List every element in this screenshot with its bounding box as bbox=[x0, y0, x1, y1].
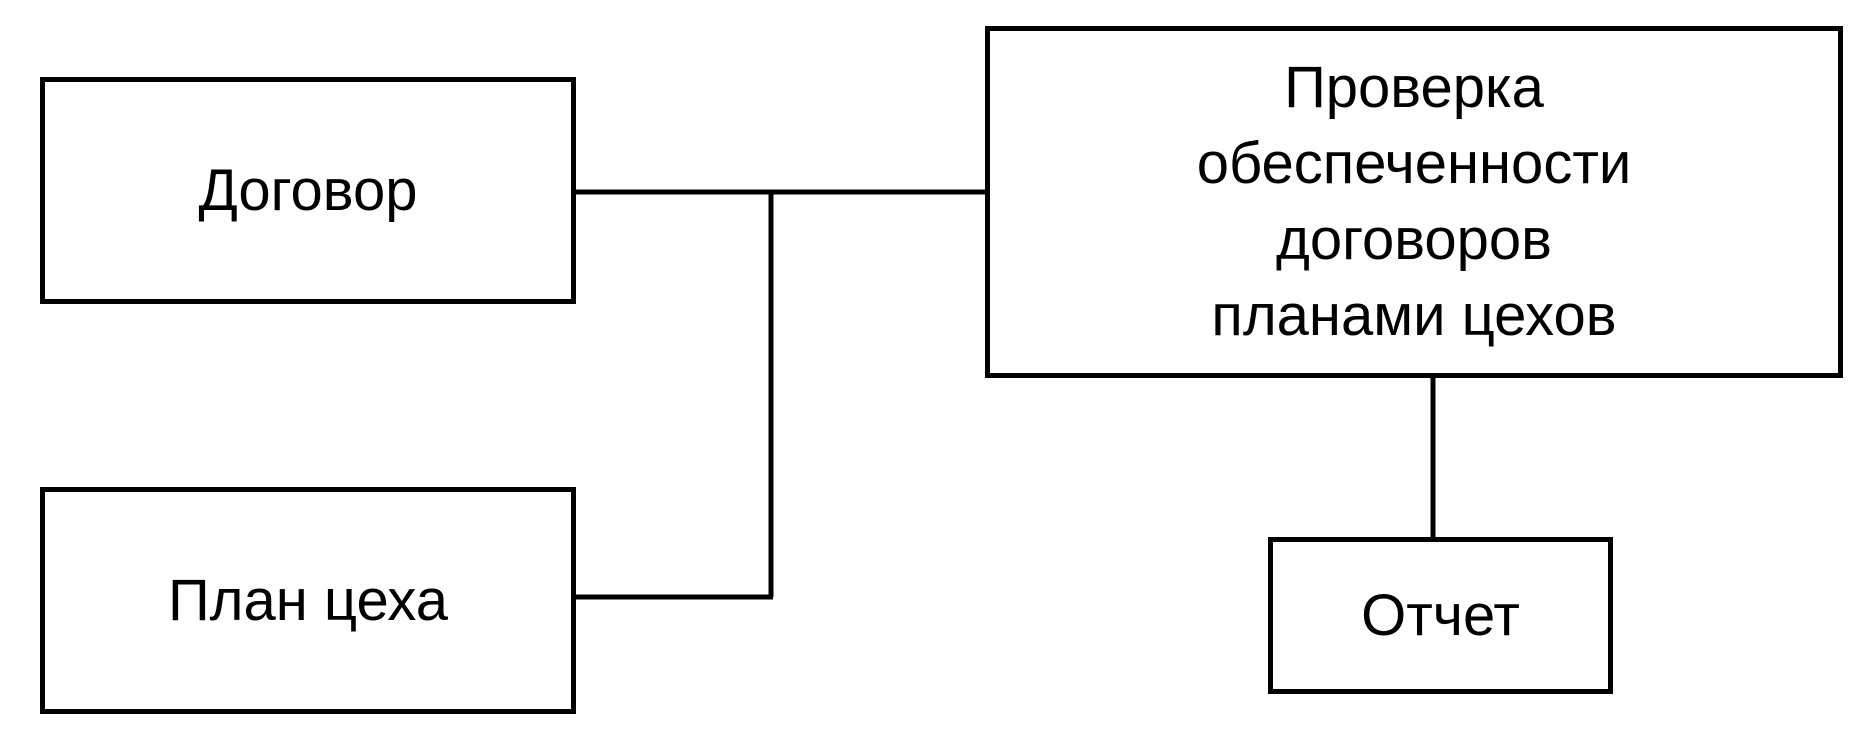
node-contract: Договор bbox=[40, 77, 576, 304]
node-check: Проверка обеспеченности договоров планам… bbox=[985, 26, 1843, 378]
node-shop-plan-label: План цеха bbox=[167, 567, 449, 633]
node-contract-label: Договор bbox=[198, 157, 418, 223]
node-report-label: Отчет bbox=[1361, 582, 1520, 648]
node-shop-plan: План цеха bbox=[40, 487, 576, 714]
node-report: Отчет bbox=[1268, 537, 1613, 694]
node-check-label: Проверка обеспеченности договоров планам… bbox=[1196, 55, 1632, 348]
